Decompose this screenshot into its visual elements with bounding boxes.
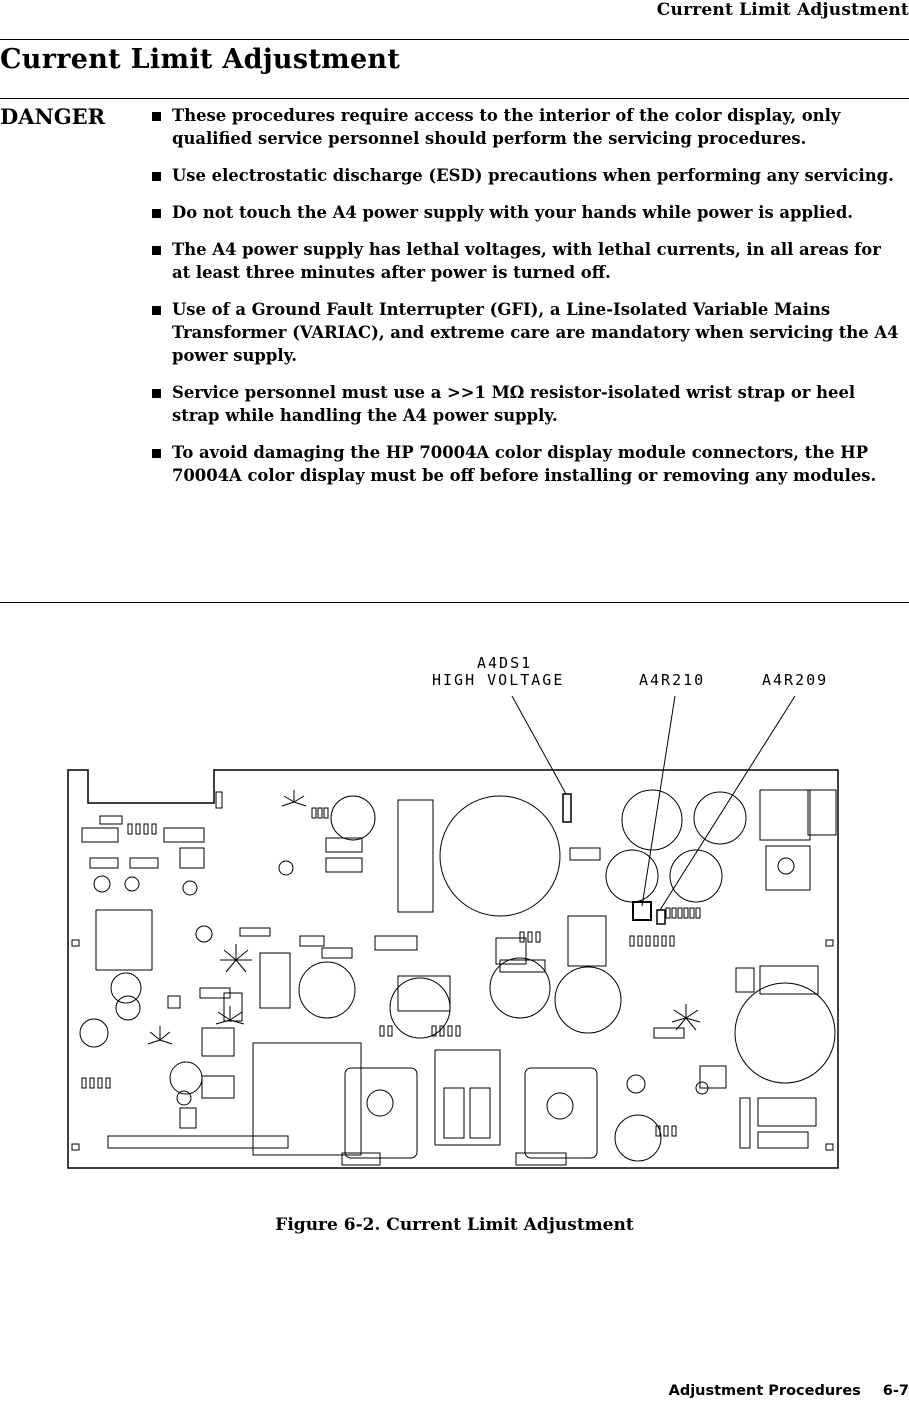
callout-high-voltage: HIGH VOLTAGE bbox=[432, 671, 564, 689]
transformer-block bbox=[252, 1042, 362, 1156]
footer-chapter: Adjustment Procedures bbox=[668, 1383, 861, 1399]
component-a4r210 bbox=[632, 901, 652, 921]
bullet-square-icon bbox=[152, 246, 161, 255]
bullet-square-icon bbox=[152, 209, 161, 218]
danger-item: Do not touch the A4 power supply with yo… bbox=[152, 201, 904, 224]
bullet-square-icon bbox=[152, 389, 161, 398]
figure-caption: Figure 6-2. Current Limit Adjustment bbox=[275, 1215, 634, 1235]
figure-pcb-diagram: A4DS1 HIGH VOLTAGE A4R210 A4R209 bbox=[60, 648, 850, 1178]
leader-a4r209 bbox=[659, 695, 796, 911]
danger-bottom-rule bbox=[0, 602, 909, 603]
component-a4r209 bbox=[656, 909, 666, 925]
leader-a4ds1 bbox=[511, 695, 567, 795]
danger-item: These procedures require access to the i… bbox=[152, 104, 904, 150]
callout-a4r209: A4R209 bbox=[762, 671, 828, 689]
pcb-drawing: A4DS1 HIGH VOLTAGE A4R210 A4R209 bbox=[67, 654, 839, 1169]
bullet-square-icon bbox=[152, 306, 161, 315]
callout-a4ds1: A4DS1 bbox=[477, 654, 532, 672]
leader-a4r210 bbox=[641, 695, 676, 907]
bullet-square-icon bbox=[152, 112, 161, 121]
bullet-square-icon bbox=[152, 449, 161, 458]
page-footer: Adjustment Procedures 6-7 bbox=[669, 1383, 909, 1399]
danger-item: The A4 power supply has lethal voltages,… bbox=[152, 238, 904, 284]
small-components bbox=[81, 791, 701, 1137]
bullet-square-icon bbox=[152, 172, 161, 181]
callout-a4r210: A4R210 bbox=[639, 671, 705, 689]
heatsink-shapes bbox=[147, 790, 701, 1045]
section-title: Current Limit Adjustment bbox=[0, 44, 401, 75]
component-a4ds1 bbox=[562, 793, 572, 823]
running-header: Current Limit Adjustment bbox=[656, 0, 909, 20]
danger-item: Use of a Ground Fault Interrupter (GFI),… bbox=[152, 298, 904, 367]
footer-page-number: 6-7 bbox=[882, 1383, 909, 1399]
danger-top-rule bbox=[0, 98, 909, 99]
danger-list: These procedures require access to the i… bbox=[152, 104, 904, 501]
danger-item: Use electrostatic discharge (ESD) precau… bbox=[152, 164, 904, 187]
header-rule bbox=[0, 39, 909, 40]
danger-item: To avoid damaging the HP 70004A color di… bbox=[152, 441, 904, 487]
danger-label: DANGER bbox=[0, 104, 106, 129]
board-outline bbox=[67, 769, 839, 1169]
danger-item: Service personnel must use a >>1 MΩ resi… bbox=[152, 381, 904, 427]
